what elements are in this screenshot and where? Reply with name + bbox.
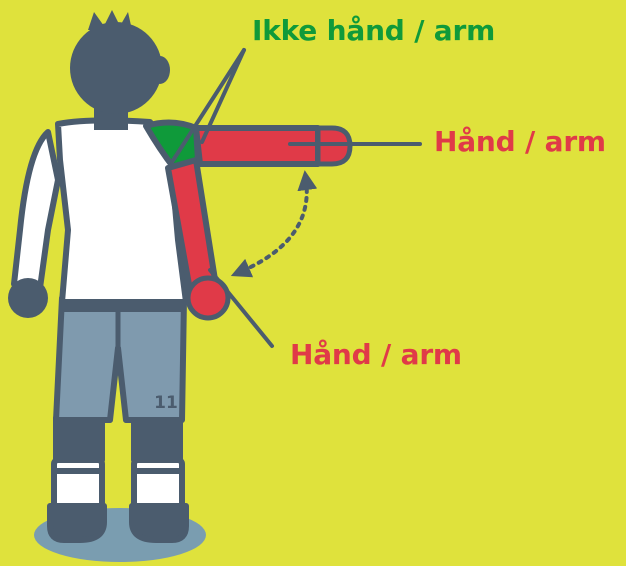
movement-arrow-icon — [240, 180, 307, 272]
head — [70, 10, 170, 130]
hanging-left-arm — [8, 132, 58, 318]
label-hand-arm-lowered: Hånd / arm — [290, 338, 462, 371]
jersey-number: 11 — [154, 393, 178, 413]
label-hand-arm-raised: Hånd / arm — [434, 125, 606, 158]
label-not-hand-arm: Ikke hånd / arm — [252, 14, 495, 47]
